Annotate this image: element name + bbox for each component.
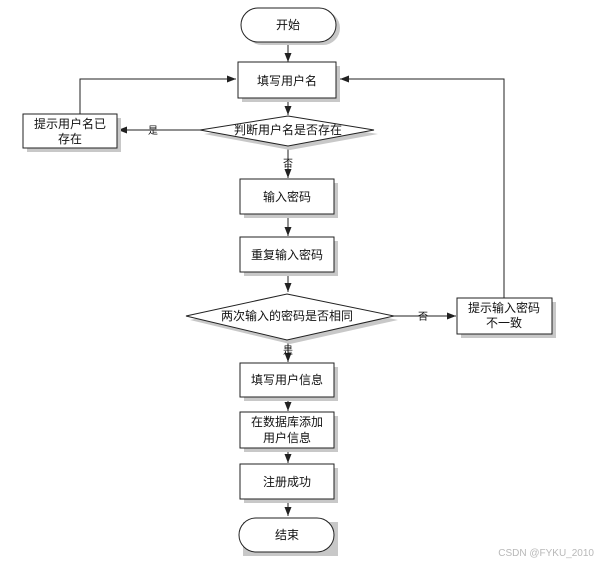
mismatch-line1: 提示输入密码 — [468, 300, 540, 315]
compare-password-label: 两次输入的密码是否相同 — [221, 308, 353, 323]
fill-username-label: 填写用户名 — [257, 73, 317, 88]
end-label: 结束 — [275, 528, 299, 542]
check-username-label: 判断用户名是否存在 — [234, 122, 342, 137]
username-exists-box: 提示用户名已 存在 — [22, 113, 121, 152]
mismatch-box: 提示输入密码 不一致 — [456, 297, 556, 338]
check-username-decision: 判断用户名是否存在 — [199, 115, 378, 150]
label-yes-match: 是 — [283, 345, 293, 357]
label-no-mismatch: 否 — [418, 311, 428, 323]
end-terminator: 结束 — [238, 517, 338, 556]
mismatch-line2: 不一致 — [486, 316, 522, 330]
start-label: 开始 — [276, 18, 300, 32]
compare-password-decision: 两次输入的密码是否相同 — [185, 293, 398, 344]
fill-info-box: 填写用户信息 — [239, 362, 338, 401]
username-exists-line1: 提示用户名已 — [34, 116, 106, 131]
success-label: 注册成功 — [263, 474, 311, 489]
fill-username-box: 填写用户名 — [237, 61, 340, 102]
label-yes-exists: 是 — [148, 125, 158, 137]
enter-password-box: 输入密码 — [239, 178, 338, 218]
start-terminator: 开始 — [240, 7, 340, 45]
repeat-password-label: 重复输入密码 — [251, 247, 323, 262]
db-add-box: 在数据库添加 用户信息 — [239, 411, 338, 452]
db-add-line1: 在数据库添加 — [251, 414, 323, 429]
fill-info-label: 填写用户信息 — [251, 372, 323, 387]
db-add-line2: 用户信息 — [263, 430, 311, 445]
success-box: 注册成功 — [239, 463, 338, 503]
arrow-exists-back-to-fill — [79, 75, 236, 117]
label-no-not-exists: 否 — [283, 158, 293, 170]
repeat-password-box: 重复输入密码 — [239, 236, 338, 276]
enter-password-label: 输入密码 — [263, 189, 311, 204]
arrow-mismatch-back-to-fill — [340, 75, 505, 298]
watermark: CSDN @FYKU_2010 — [498, 548, 594, 559]
username-exists-line2: 存在 — [58, 132, 82, 146]
